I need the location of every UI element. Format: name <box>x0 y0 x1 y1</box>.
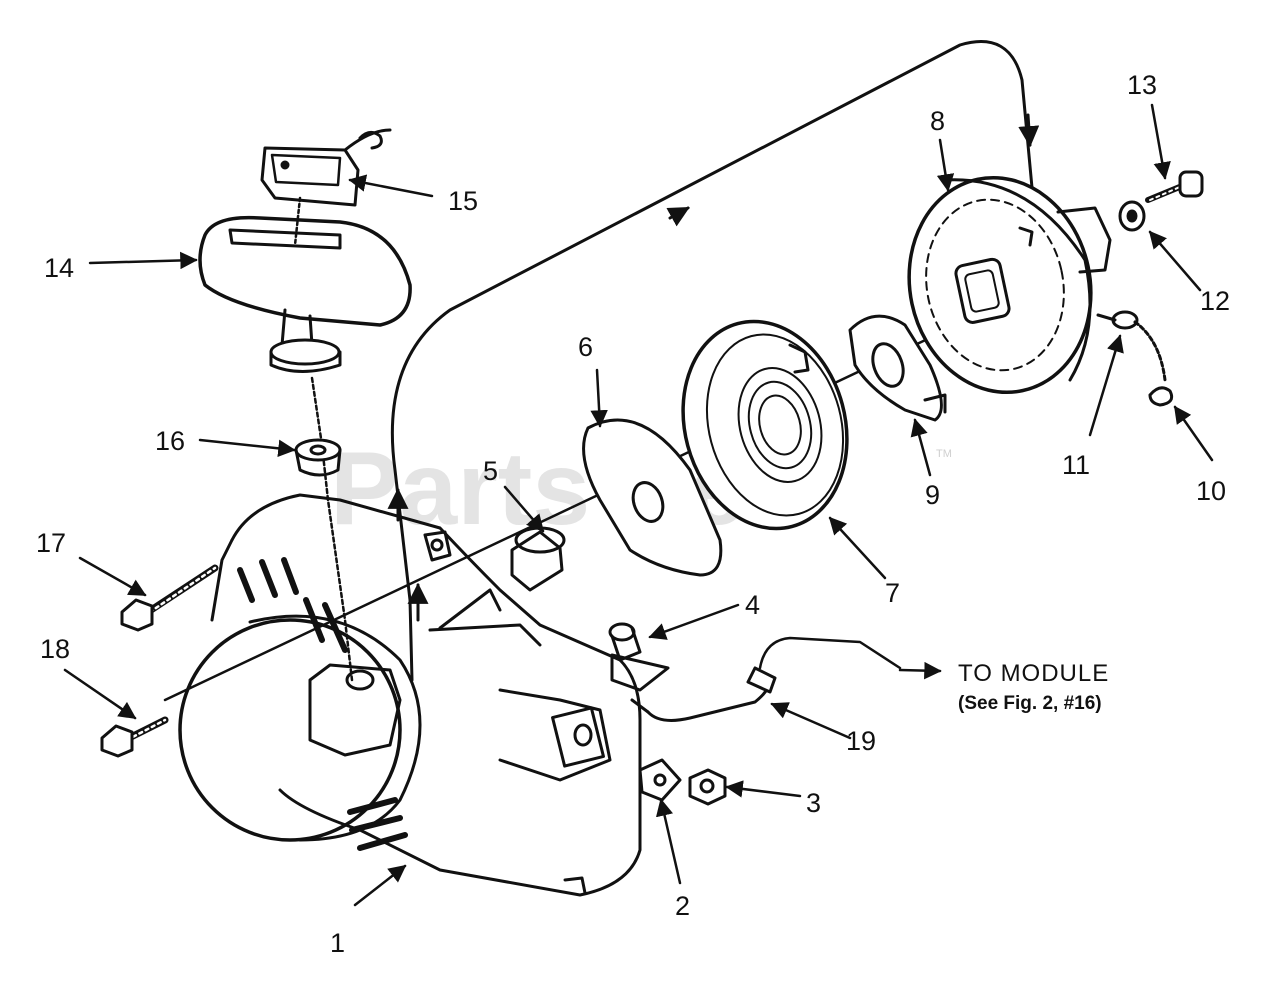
callout-4: 4 <box>745 590 761 620</box>
handle-rope <box>310 376 354 682</box>
washer-12 <box>1118 200 1146 232</box>
sleeve <box>510 526 566 592</box>
callout-14: 14 <box>44 253 75 283</box>
starter-handle <box>198 215 412 373</box>
rope-grommet <box>1096 310 1139 330</box>
callout-7: 7 <box>885 578 901 608</box>
clip <box>638 758 682 802</box>
rope-bushing <box>294 438 342 477</box>
callout-8: 8 <box>930 106 946 136</box>
callout-6: 6 <box>578 332 594 362</box>
callout-19: 19 <box>846 726 877 756</box>
callout-10: 10 <box>1196 476 1227 506</box>
leader-arrows <box>63 103 1214 907</box>
screw-13 <box>1145 170 1204 203</box>
callout-3: 3 <box>806 788 822 818</box>
callout-17: 17 <box>36 528 67 558</box>
callout-13: 13 <box>1127 70 1158 100</box>
callout-5: 5 <box>483 456 499 486</box>
starter-rope-path <box>387 40 1047 682</box>
callout-11: 11 <box>1062 450 1091 480</box>
callout-2: 2 <box>675 891 691 921</box>
callout-1: 1 <box>330 928 346 958</box>
watermark-trademark: TM <box>936 448 952 460</box>
ground-wire <box>646 636 902 722</box>
starter-housing <box>178 493 642 897</box>
callout-9: 9 <box>925 480 941 510</box>
callout-15: 15 <box>448 186 479 216</box>
pulley <box>907 175 1112 395</box>
nut <box>688 768 727 806</box>
pawl <box>848 314 947 422</box>
washer-plate <box>582 418 723 577</box>
recoil-spring <box>681 319 849 531</box>
note-subtitle: (See Fig. 2, #16) <box>958 693 1102 714</box>
note-title: TO MODULE <box>958 660 1110 687</box>
screw-18 <box>100 716 169 758</box>
stop-switch <box>608 622 670 714</box>
callout-12: 12 <box>1200 286 1231 316</box>
handle-insert <box>260 128 392 247</box>
callout-18: 18 <box>40 634 71 664</box>
rope-end <box>1133 320 1174 407</box>
screw-17 <box>120 564 219 632</box>
callout-16: 16 <box>155 426 186 456</box>
